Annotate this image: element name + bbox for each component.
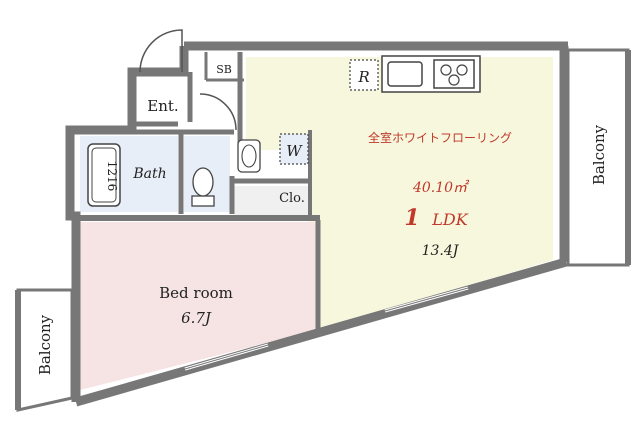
- bedroom-label: Bed room: [159, 284, 233, 302]
- bathtub-size: 1216: [105, 161, 119, 192]
- bathtub-inner: [91, 147, 117, 203]
- balcony-right-label: Balcony: [590, 124, 608, 185]
- ldk-type-number: 1: [404, 205, 419, 231]
- outer-wall-diagonal: [74, 257, 568, 407]
- washer-space: [279, 133, 309, 165]
- window-ldk-line: [384, 287, 469, 312]
- burner-3: [448, 74, 460, 86]
- ldk-flooring-note: 全室ホワイトフローリング: [368, 130, 512, 145]
- ldk-type: LDK: [431, 210, 468, 229]
- bathtub: [87, 143, 121, 207]
- ldk-floor: [246, 57, 553, 330]
- entrance-door-swing: [139, 29, 183, 73]
- entrance-floor: [140, 78, 188, 122]
- sink: [387, 61, 423, 87]
- washbasin: [237, 139, 261, 173]
- entrance-label: Ent.: [147, 97, 178, 115]
- ldk-area: 40.10㎡: [412, 179, 470, 196]
- burner-2: [456, 64, 468, 76]
- bath-label: Bath: [132, 166, 166, 182]
- fridge-space: [349, 59, 379, 91]
- window-bed-line: [184, 344, 269, 370]
- fridge-label: R: [357, 68, 369, 86]
- ldk-size: 13.4J: [422, 243, 460, 259]
- burner-1: [440, 64, 452, 76]
- closet-label: Clo.: [279, 191, 305, 206]
- closet-floor: [234, 186, 310, 216]
- stove: [433, 59, 475, 89]
- washer-label: W: [286, 142, 303, 160]
- bedroom-size: 6.7J: [181, 309, 212, 327]
- toilet-tank: [191, 195, 215, 207]
- shoe-box-label: SB: [216, 63, 232, 76]
- balcony-left-label: Balcony: [36, 314, 54, 375]
- hall-door-swing: [199, 93, 237, 131]
- toilet-bowl: [192, 167, 214, 197]
- bedroom-floor: [80, 222, 318, 390]
- washbasin-bowl: [241, 144, 257, 168]
